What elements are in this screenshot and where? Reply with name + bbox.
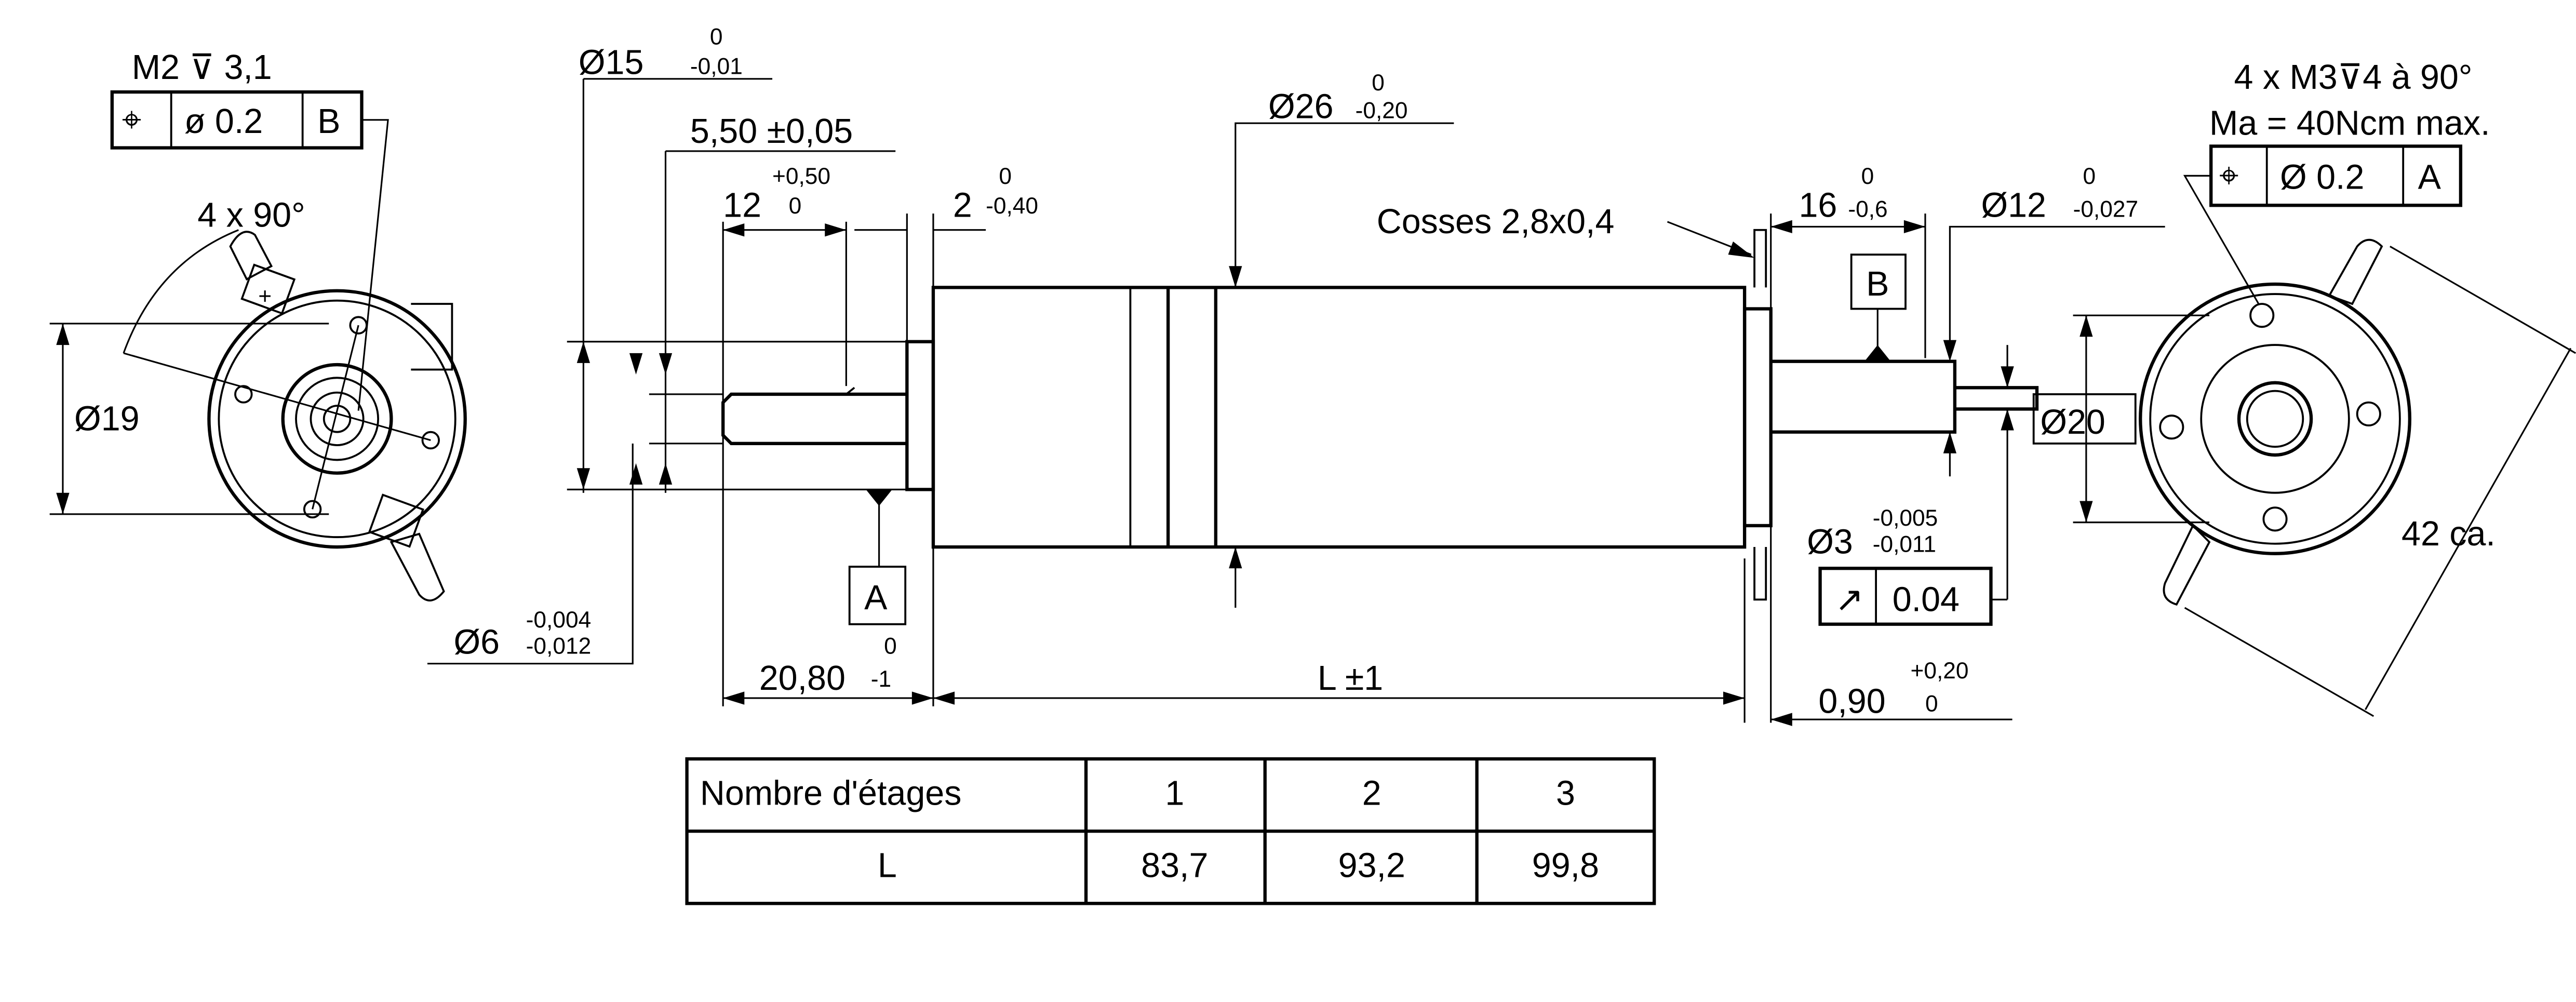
dimension-text: 4 x M3⊽4 à 90° bbox=[2234, 58, 2472, 97]
mount-hole bbox=[234, 385, 253, 404]
position-icon: ⌖ bbox=[122, 101, 141, 139]
mount-hole bbox=[349, 316, 368, 335]
dimension-text: 0 bbox=[1372, 70, 1385, 96]
terminal-plus: + bbox=[229, 231, 296, 315]
mount-hole bbox=[421, 431, 440, 450]
dimension-text: 0 bbox=[1861, 164, 1874, 189]
dimension-text: 0,90 bbox=[1818, 682, 1885, 720]
dimension-text: 0 bbox=[884, 634, 897, 659]
dimension-text: A bbox=[2418, 158, 2441, 197]
table-header-stages: Nombre d'étages bbox=[700, 774, 962, 813]
dimension-text: Ø12 bbox=[1981, 186, 2046, 224]
dimension-text: -0,011 bbox=[1873, 532, 1936, 557]
dimension-text: 93,2 bbox=[1338, 847, 1405, 885]
dimension-text: Ø3 bbox=[1807, 523, 1853, 562]
dimension-text: -0,004 bbox=[526, 607, 592, 633]
stages-table: Nombre d'étages 1 2 3 L 83,7 93,2 99,8 bbox=[685, 757, 1656, 905]
dimension-text: + bbox=[258, 284, 272, 309]
dimension-text: 12 bbox=[723, 186, 761, 224]
terminal-minus bbox=[368, 493, 445, 602]
side-view: Ø15 0 -0,01 5,50 ±0,05 12 +0,50 0 2 0 -0… bbox=[567, 24, 2165, 726]
dimension-text: -0,012 bbox=[526, 634, 592, 659]
dimension-text: 1 bbox=[1165, 774, 1184, 813]
dimension-text: +0,50 bbox=[772, 164, 830, 189]
dimension-text: 0 bbox=[999, 164, 1012, 189]
dimension-text: Ø15 bbox=[579, 43, 644, 82]
dimension-text: -0,027 bbox=[2073, 196, 2139, 222]
dimension-text: 3 bbox=[1556, 774, 1575, 813]
dim-550: 5,50 ±0,05 bbox=[690, 112, 853, 151]
dimension-text: A bbox=[864, 579, 888, 617]
dimension-text: 0 bbox=[789, 193, 802, 219]
dimension-text: B bbox=[317, 102, 340, 141]
runout-icon: ↗ bbox=[1835, 580, 1864, 619]
fcf-runout: ↗ 0.04 bbox=[1818, 566, 1993, 626]
front-flange bbox=[905, 340, 935, 491]
dimension-text: 2 bbox=[1362, 774, 1381, 813]
dimension-text: 0 bbox=[710, 24, 723, 49]
dimension-text: +0,20 bbox=[1911, 658, 1969, 684]
datum-a-box bbox=[848, 566, 907, 625]
dimension-text: Ø 0.2 bbox=[2280, 158, 2364, 197]
motor-body bbox=[931, 286, 1747, 549]
fcf-position-b: ⌖ ø 0.2 B bbox=[110, 90, 389, 411]
angle-note: 4 x 90° bbox=[197, 196, 305, 234]
rear-shaft bbox=[1770, 359, 1957, 434]
dimension-text: -0,005 bbox=[1873, 505, 1938, 531]
dimension-text: Ø26 bbox=[1268, 88, 1334, 126]
dim-42ca: 42 ca. bbox=[2401, 515, 2496, 553]
output-shaft bbox=[721, 392, 907, 445]
dimension-text: 16 bbox=[1799, 186, 1837, 224]
fcf-position-a: ⌖ Ø 0.2 A bbox=[2183, 144, 2463, 304]
dimension-text: 0 bbox=[1925, 691, 1938, 716]
dim-dia19: Ø19 bbox=[74, 400, 140, 438]
dimension-text: Ø20 bbox=[2040, 403, 2105, 442]
table-row-label: L bbox=[878, 847, 897, 885]
dia20-box bbox=[2032, 393, 2137, 445]
mount-hole bbox=[303, 500, 322, 519]
dimension-text: 0 bbox=[2083, 164, 2096, 189]
dimension-text: -1 bbox=[871, 666, 891, 692]
position-icon: ⌖ bbox=[2219, 157, 2238, 195]
dimension-text: -0,20 bbox=[1356, 98, 1408, 124]
dimension-text: 20,80 bbox=[759, 659, 846, 698]
dimension-text: 2 bbox=[953, 186, 972, 224]
dimension-text: 0.04 bbox=[1893, 580, 1960, 619]
cosses-note: Cosses 2,8x0,4 bbox=[1377, 203, 1615, 241]
right-end-view: Ø20 42 ca. 4 x M3⊽4 à 90° Ma = 40Ncm max… bbox=[2032, 58, 2576, 717]
dim-length-l: L ±1 bbox=[1318, 659, 1383, 698]
dimension-text: ø 0.2 bbox=[184, 102, 263, 141]
left-end-view: + Ø19 M2 ⊽ 3,1 ⌖ ø 0.2 B 4 x 90° Ø6 -0,0… bbox=[49, 48, 634, 665]
dimension-text: 99,8 bbox=[1532, 847, 1599, 885]
thread-note-m2: M2 ⊽ 3,1 bbox=[132, 48, 272, 87]
dimension-text: 83,7 bbox=[1141, 847, 1208, 885]
dimension-text: -0,40 bbox=[986, 193, 1038, 219]
dimension-text: -0,01 bbox=[690, 54, 743, 79]
dimension-text: B bbox=[1866, 265, 1889, 303]
dim-dia6: Ø6 bbox=[454, 623, 500, 662]
dimension-text: Ma = 40Ncm max. bbox=[2209, 104, 2490, 142]
dimension-text: -0,6 bbox=[1848, 196, 1887, 222]
